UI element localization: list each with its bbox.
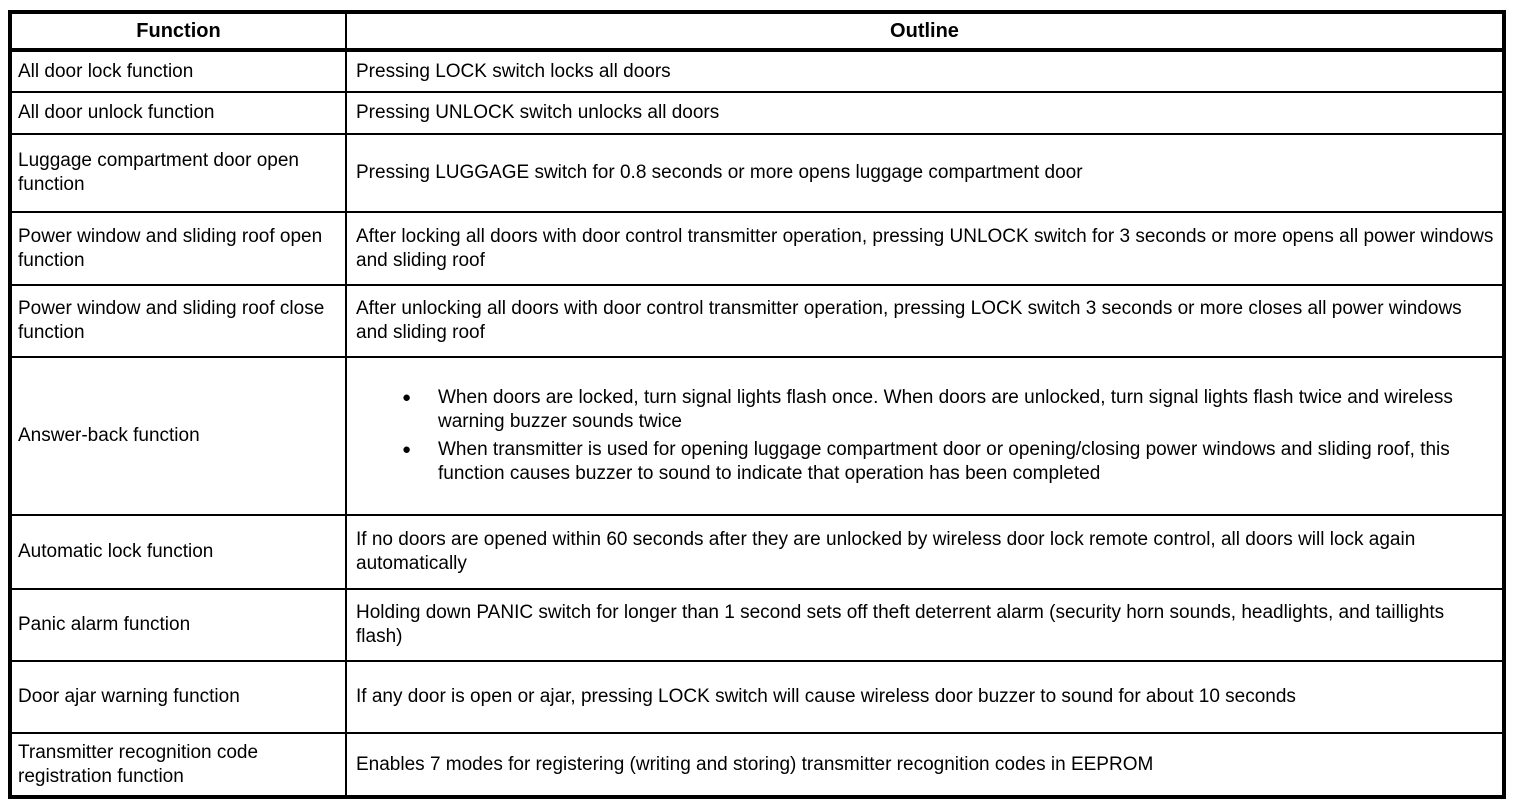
outline-cell: If any door is open or ajar, pressing LO… [345,660,1505,734]
outline-cell: Pressing UNLOCK switch unlocks all doors [345,91,1505,135]
column-header-function: Function [9,11,347,52]
function-cell: Power window and sliding roof open funct… [9,211,347,286]
outline-bullet-list: When doors are locked, turn signal light… [356,386,1494,486]
function-cell: Luggage compartment door open function [9,133,347,213]
outline-cell: After locking all doors with door contro… [345,211,1505,286]
outline-cell: When doors are locked, turn signal light… [345,356,1505,516]
header-row: Function Outline [9,11,1505,52]
bullet-item: When doors are locked, turn signal light… [356,386,1494,434]
outline-cell: Enables 7 modes for registering (writing… [345,732,1505,798]
table-row: Power window and sliding roof open funct… [9,211,1505,286]
function-cell: Panic alarm function [9,588,347,662]
table-row: Answer-back functionWhen doors are locke… [9,356,1505,516]
function-cell: Door ajar warning function [9,660,347,734]
table-row: Power window and sliding roof close func… [9,284,1505,358]
function-cell: All door unlock function [9,91,347,135]
outline-cell: Pressing LUGGAGE switch for 0.8 seconds … [345,133,1505,213]
table-row: Transmitter recognition code registratio… [9,732,1505,798]
function-cell: Power window and sliding roof close func… [9,284,347,358]
bullet-item: When transmitter is used for opening lug… [356,438,1494,486]
column-header-outline: Outline [345,11,1505,52]
function-cell: All door lock function [9,49,347,93]
table-header: Function Outline [9,11,1505,52]
outline-cell: If no doors are opened within 60 seconds… [345,514,1505,590]
outline-cell: Pressing LOCK switch locks all doors [345,49,1505,93]
outline-cell: Holding down PANIC switch for longer tha… [345,588,1505,662]
function-cell: Transmitter recognition code registratio… [9,732,347,798]
function-cell: Automatic lock function [9,514,347,590]
outline-cell: After unlocking all doors with door cont… [345,284,1505,358]
function-cell: Answer-back function [9,356,347,516]
